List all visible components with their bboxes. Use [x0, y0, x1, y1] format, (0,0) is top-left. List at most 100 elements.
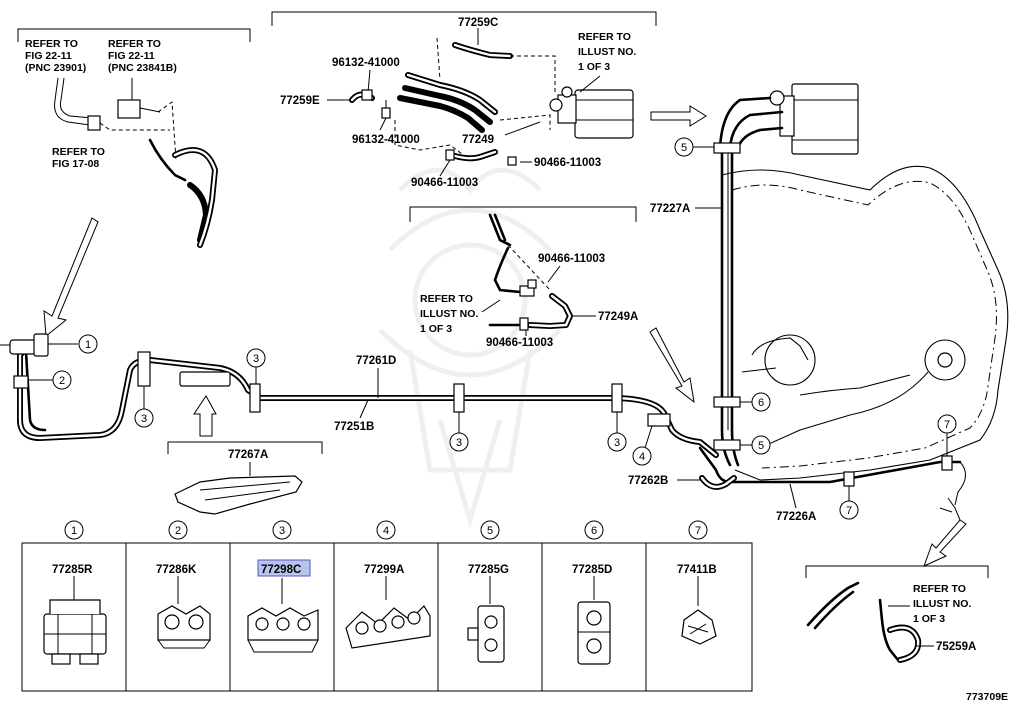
- watermark-emblem: [378, 167, 562, 529]
- callout-number: 3: [253, 353, 259, 365]
- label-77251B[interactable]: 77251B: [334, 421, 374, 433]
- top-left-bracket: [17, 28, 251, 42]
- callout-6[interactable]: 6: [740, 392, 771, 412]
- label-75259A[interactable]: 75259A: [936, 641, 976, 653]
- leader-line: [789, 483, 797, 509]
- diagram-code: 773709E: [966, 691, 1008, 703]
- refer-note-fig22-11-pnc23841b[interactable]: REFER TO FIG 22-11 (PNC 23841B): [108, 38, 177, 74]
- refer-line: (PNC 23841B): [108, 62, 177, 74]
- joint-hose-inner: [700, 476, 736, 489]
- clip-number: 4: [383, 525, 389, 537]
- refer-line: ILLUST NO.: [913, 598, 971, 610]
- clip-column-7[interactable]: 7 77411B: [677, 520, 717, 645]
- highlighted-part-box: [257, 559, 311, 577]
- callout-3-b[interactable]: 3: [246, 348, 266, 384]
- refer-line: FIG 17-08: [52, 158, 99, 170]
- leader-line: [547, 265, 561, 283]
- callout-number: 7: [944, 419, 950, 431]
- label-96132-41000[interactable]: 96132-41000: [352, 134, 420, 146]
- refer-note-illust-top[interactable]: REFER TO ILLUST NO. 1 OF 3: [578, 31, 636, 73]
- clip-column-3[interactable]: 3 77298C: [247, 520, 319, 653]
- callout-number: 5: [758, 440, 764, 452]
- clip-number: 7: [695, 525, 701, 537]
- callout-number: 2: [59, 375, 65, 387]
- callout-3-c[interactable]: 3: [449, 412, 469, 452]
- callout-number: 6: [758, 397, 764, 409]
- refer-line: 1 OF 3: [578, 61, 610, 73]
- clip-part-number: 77298C: [261, 564, 301, 576]
- callout-number: 3: [456, 437, 462, 449]
- refer-line: FIG 22-11: [108, 50, 155, 62]
- label-77259C[interactable]: 77259C: [458, 17, 498, 29]
- clip-part-number: 77285G: [468, 564, 509, 576]
- callout-1-top[interactable]: 1: [48, 334, 98, 354]
- callout-4[interactable]: 4: [632, 425, 653, 466]
- callout-5-top[interactable]: 5: [674, 137, 714, 157]
- label-90466-11003[interactable]: 90466-11003: [411, 177, 478, 189]
- refer-line: REFER TO: [578, 31, 631, 43]
- callout-number: 3: [614, 437, 620, 449]
- arrow-to-left-end: [43, 217, 99, 337]
- clip-number: 2: [175, 525, 181, 537]
- label-77249[interactable]: 77249: [462, 134, 494, 146]
- refer-line: REFER TO: [25, 38, 78, 50]
- callout-5-lower[interactable]: 5: [740, 435, 771, 455]
- clip-77285R-shape: [43, 599, 107, 665]
- leader-line: [359, 399, 369, 419]
- refer-line: (PNC 23901): [25, 62, 86, 74]
- callout-number: 1: [85, 339, 91, 351]
- clip-number: 6: [591, 525, 597, 537]
- clip-column-6[interactable]: 6 77285D: [572, 520, 612, 665]
- refer-line: ILLUST NO.: [578, 46, 636, 58]
- refer-line: REFER TO: [913, 583, 966, 595]
- label-77262B[interactable]: 77262B: [628, 475, 668, 487]
- callout-2-left[interactable]: 2: [28, 370, 72, 390]
- label-90466-11003[interactable]: 90466-11003: [534, 157, 601, 169]
- arrow-to-tank-joint: [649, 327, 695, 404]
- callout-number: 7: [846, 505, 852, 517]
- clip-part-number: 77286K: [156, 564, 197, 576]
- label-77249A[interactable]: 77249A: [598, 311, 638, 323]
- fuel-tank-outline: [721, 165, 1009, 481]
- left-end-connector: [0, 333, 49, 357]
- refer-line: ILLUST NO.: [420, 308, 478, 320]
- callout-7-high[interactable]: 7: [937, 414, 957, 456]
- clip-number: 5: [487, 525, 493, 537]
- refer-note-illust-bottom[interactable]: REFER TO ILLUST NO. 1 OF 3: [913, 583, 971, 625]
- label-90466-11003[interactable]: 90466-11003: [486, 337, 553, 349]
- refer-line: 1 OF 3: [420, 323, 452, 335]
- refer-note-illust-mid[interactable]: REFER TO ILLUST NO. 1 OF 3: [420, 293, 478, 335]
- clip-column-5[interactable]: 5 77285G: [467, 520, 509, 663]
- refer-line: REFER TO: [108, 38, 161, 50]
- clip-column-1[interactable]: 1 77285R: [43, 520, 107, 665]
- clip-77411B-shape: [681, 609, 717, 645]
- lower-right-bracket: [805, 565, 989, 578]
- clip-77285G-shape: [467, 605, 505, 663]
- refer-note-fig17-08[interactable]: REFER TO FIG 17-08: [52, 146, 105, 170]
- callout-7-low[interactable]: 7: [839, 486, 859, 520]
- callout-3-a[interactable]: 3: [134, 386, 154, 428]
- clip-part-number: 77285D: [572, 564, 612, 576]
- refer-note-fig22-11-pnc23901[interactable]: REFER TO FIG 22-11 (PNC 23901): [25, 38, 86, 74]
- label-77259E[interactable]: 77259E: [280, 95, 320, 107]
- callout-number: 5: [681, 142, 687, 154]
- top-center-hoses: [327, 37, 556, 177]
- clip-number: 1: [71, 525, 77, 537]
- clip-77286K-shape: [157, 605, 211, 649]
- callout-number: 3: [141, 413, 147, 425]
- clip-column-4[interactable]: 4 77299A: [345, 520, 431, 649]
- label-77226A[interactable]: 77226A: [776, 511, 816, 523]
- label-77227A[interactable]: 77227A: [650, 203, 690, 215]
- arrow-to-lower-hose: [923, 519, 967, 567]
- label-77261D[interactable]: 77261D: [356, 355, 396, 367]
- arrow-to-protector: [193, 395, 217, 437]
- label-90466-11003[interactable]: 90466-11003: [538, 253, 605, 265]
- callout-3-d[interactable]: 3: [607, 412, 627, 452]
- label-96132-41000[interactable]: 96132-41000: [332, 57, 400, 69]
- lower-right-hoses: [806, 497, 961, 663]
- clip-part-number: 77285R: [52, 564, 93, 576]
- label-77267A[interactable]: 77267A: [228, 449, 268, 461]
- clip-column-2[interactable]: 2 77286K: [156, 520, 211, 649]
- callout-number: 4: [639, 451, 645, 463]
